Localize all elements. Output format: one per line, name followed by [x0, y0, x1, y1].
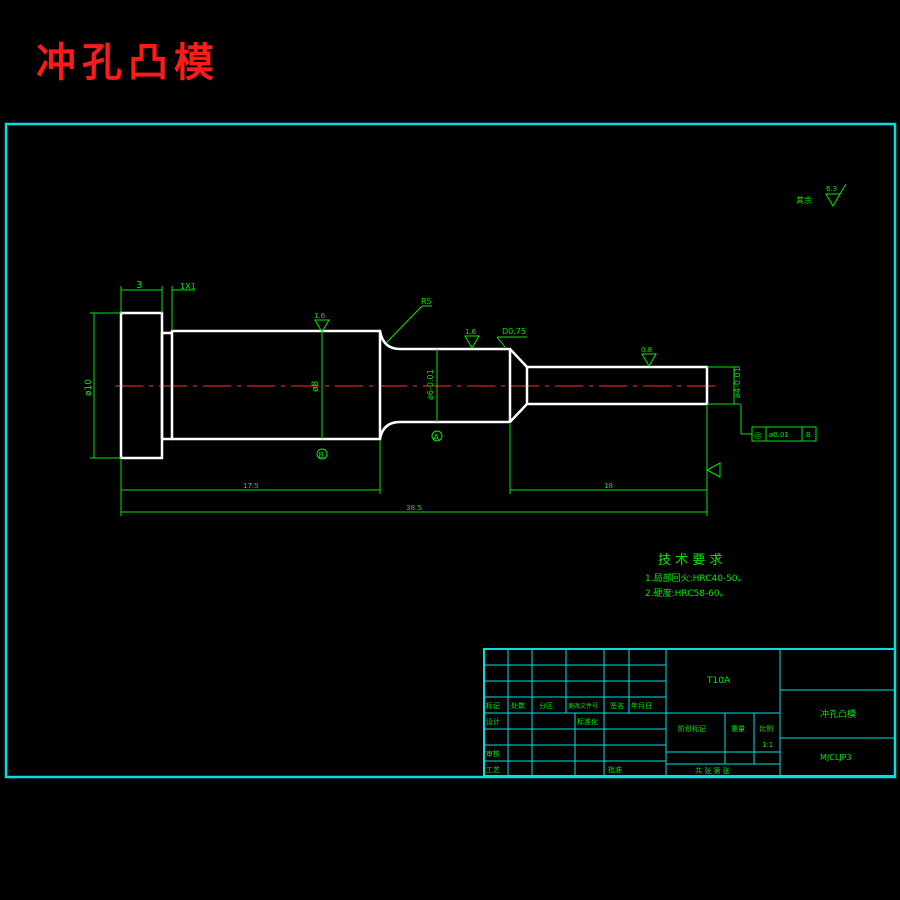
tb-header-file: 更改文件号: [568, 702, 598, 710]
datum-b-label: B: [319, 451, 325, 460]
tolerance-frame: [751, 426, 817, 442]
dim-dia-body: ø8: [311, 380, 321, 392]
tech-req-line-1: 1.局部回火:HRC40-50。: [645, 572, 747, 584]
tb-weight: 重量: [731, 725, 745, 733]
tb-header-zone: 分区: [539, 701, 553, 710]
tb-process: 工艺: [486, 766, 500, 774]
dim-dia-neck: ø6-0.01: [426, 369, 435, 400]
tb-header-sign: 签名: [610, 701, 624, 710]
tb-scale: 1:1: [762, 741, 773, 749]
tb-sheets: 共 张 第 张: [695, 766, 730, 775]
tb-header-mark: 标记: [486, 701, 500, 710]
tb-review: 审核: [486, 749, 500, 758]
tb-ratio: 比例: [759, 724, 773, 733]
roughness-other: 6.3: [826, 185, 837, 193]
dim-radius: R5: [421, 297, 432, 306]
tolerance-value: ø0.01: [769, 431, 789, 439]
tb-part-name: 冲孔凸模: [820, 708, 856, 720]
roughness-other-label: 其余: [796, 195, 812, 205]
dim-dia-tip: ø4-0.01: [733, 367, 742, 398]
dim-dia-head: ø10: [84, 379, 94, 396]
punch-outline: [119, 311, 709, 460]
dimension-lines: [90, 183, 847, 516]
dim-len-body: 17.5: [243, 482, 259, 490]
tb-material: T10A: [706, 676, 731, 686]
tech-req-title: 技 术 要 求: [658, 553, 722, 568]
tolerance-symbol: ◎: [754, 431, 762, 441]
roughness-neck: 1.6: [465, 328, 477, 336]
tech-req-line-2: 2.硬度:HRC58-60。: [645, 587, 729, 599]
dim-len-total: 38.5: [406, 504, 422, 512]
dim-chamfer: 1X1: [180, 282, 196, 291]
title-block: [483, 648, 896, 777]
tb-header-date: 年月日: [631, 701, 652, 710]
drawing-frame: [4, 122, 897, 779]
tb-stage: 阶段标记: [678, 724, 706, 733]
tb-drawing-no: MJCLJP3: [820, 753, 852, 762]
roughness-tip: 0.8: [641, 346, 652, 354]
dim-len-tip: 18: [604, 482, 613, 490]
drawing-title: 冲孔凸模: [36, 39, 220, 86]
tb-design: 设计: [486, 717, 500, 726]
tb-standard: 标准化: [577, 717, 598, 726]
datum-a-label: A: [434, 433, 440, 442]
datum-markers: [316, 430, 443, 460]
dim-taper: D0.75: [502, 327, 526, 336]
tb-header-count: 处数: [511, 701, 525, 710]
dim-head-width: 3: [136, 280, 142, 291]
tb-approve: 批准: [608, 765, 622, 774]
roughness-body: 1.6: [314, 312, 326, 320]
tolerance-datum: B: [806, 431, 811, 439]
